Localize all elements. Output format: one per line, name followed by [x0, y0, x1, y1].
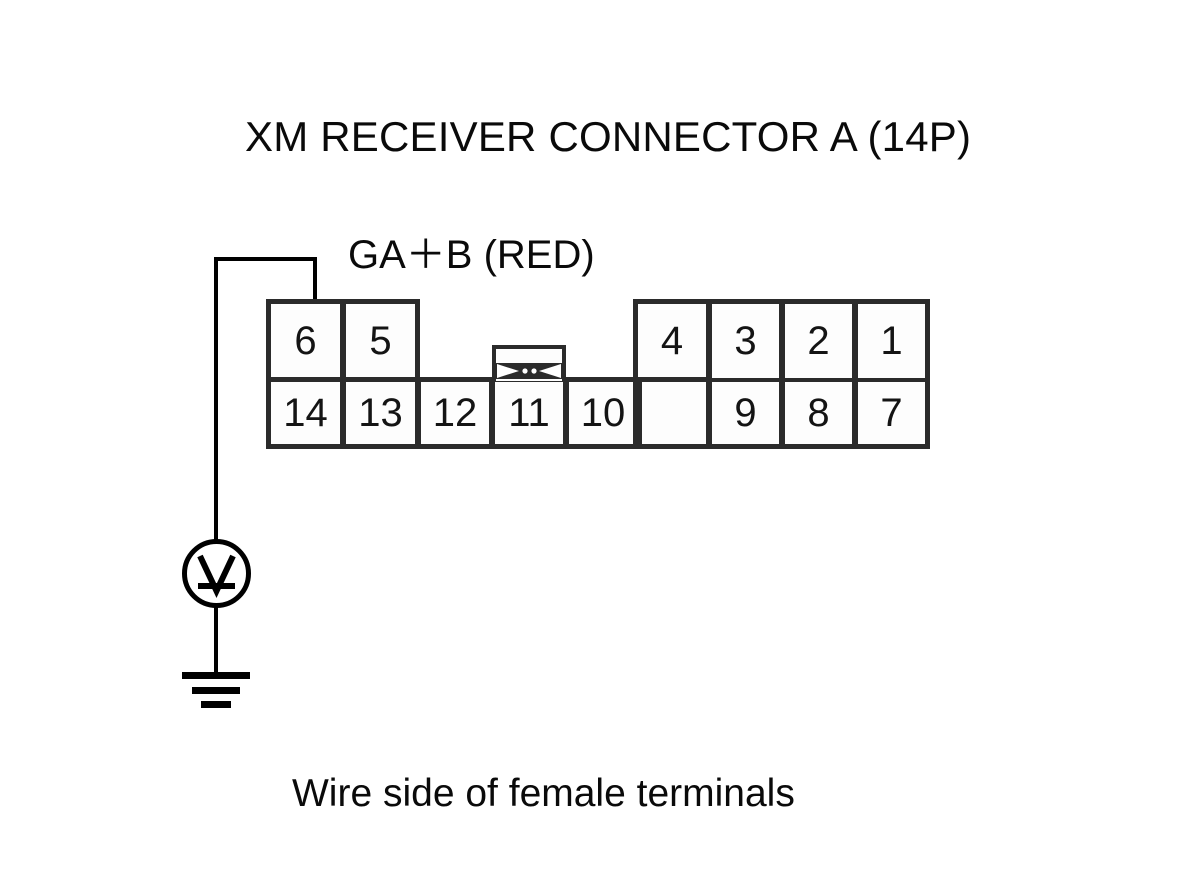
connector-pin-cell[interactable]: 12 — [418, 379, 492, 447]
connector-pin-cell[interactable]: 6 — [268, 301, 343, 381]
wire-segment-meter-to-ground — [214, 604, 218, 674]
connector-pin-cell[interactable]: 1 — [855, 301, 928, 381]
ground-bar-1 — [182, 672, 250, 679]
ground-bar-2 — [192, 687, 240, 694]
ground-bar-3 — [201, 701, 231, 708]
connector-pin-cell[interactable]: 11 — [492, 379, 566, 447]
voltmeter-glyph — [197, 554, 236, 599]
locking-tab-bowtie-icon — [496, 363, 562, 379]
connector-pin-cell[interactable]: 10 — [566, 379, 640, 447]
wire-segment-horizontal — [214, 257, 317, 261]
wire-label: GA＋B (RED) — [348, 233, 595, 277]
connector-pin-cell[interactable]: 2 — [782, 301, 855, 381]
connector-pin-cell[interactable]: 13 — [343, 379, 418, 447]
connector-pin-cell-blank — [635, 379, 709, 447]
connector-locking-tab — [492, 345, 566, 381]
wire-segment-pin6-drop — [313, 257, 317, 305]
connector-pin-cell[interactable]: 9 — [709, 379, 782, 447]
wire-segment-to-meter — [214, 257, 218, 542]
connector-pin-cell[interactable]: 14 — [268, 379, 343, 447]
diagram-title: XM RECEIVER CONNECTOR A (14P) — [245, 113, 972, 160]
connector-pin-cell[interactable]: 8 — [782, 379, 855, 447]
voltmeter-symbol — [182, 539, 251, 608]
connector-pin-cell[interactable]: 4 — [635, 301, 709, 381]
connector-pin-cell[interactable]: 3 — [709, 301, 782, 381]
connector-pin-cell[interactable]: 5 — [343, 301, 418, 381]
diagram-caption: Wire side of female terminals — [292, 772, 795, 815]
connector-pin-cell[interactable]: 7 — [855, 379, 928, 447]
